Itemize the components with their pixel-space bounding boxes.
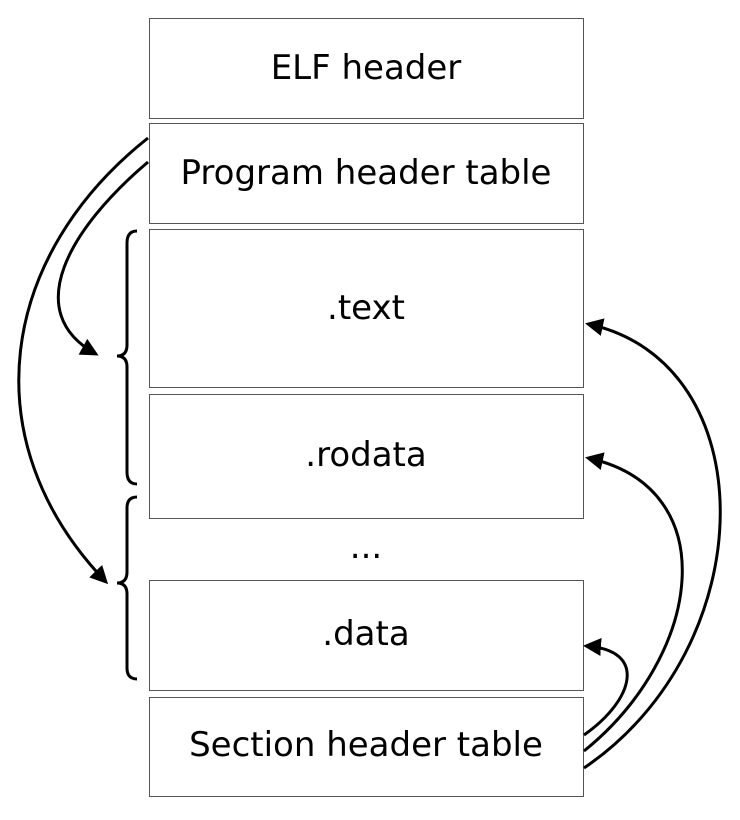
elf-header-label: ELF header [271, 48, 462, 88]
elf-header-box [149, 18, 584, 119]
program-header-table-box [149, 123, 584, 224]
program-header-to-lower-segment-arrow [17, 136, 149, 585]
section-header-table-label: Section header table [189, 725, 543, 765]
rodata-section-block: .rodata [149, 394, 584, 519]
section-header-to-text-arrow [583, 318, 722, 770]
segment-brace-lower [116, 495, 138, 681]
text-section-box [149, 229, 584, 388]
ellipsis-label: ... [350, 527, 382, 567]
rodata-section-box [149, 394, 584, 519]
data-section-block: .data [149, 580, 584, 691]
section-header-table-block: Section header table [149, 697, 584, 797]
text-section-label: .text [327, 288, 405, 328]
program-header-to-upper-segment-arrow [56, 160, 149, 356]
segment-brace-upper [116, 229, 138, 486]
section-header-table-box [149, 697, 584, 797]
rodata-section-label: .rodata [305, 435, 426, 475]
program-header-table-label: Program header table [181, 153, 552, 193]
data-section-label: .data [322, 614, 409, 654]
data-section-box [149, 580, 584, 691]
text-section-block: .text [149, 229, 584, 388]
section-header-to-data-arrow [583, 637, 629, 737]
elf-header-block: ELF header [149, 18, 584, 119]
program-header-table-block: Program header table [149, 123, 584, 224]
section-header-to-rodata-arrow [583, 452, 684, 753]
